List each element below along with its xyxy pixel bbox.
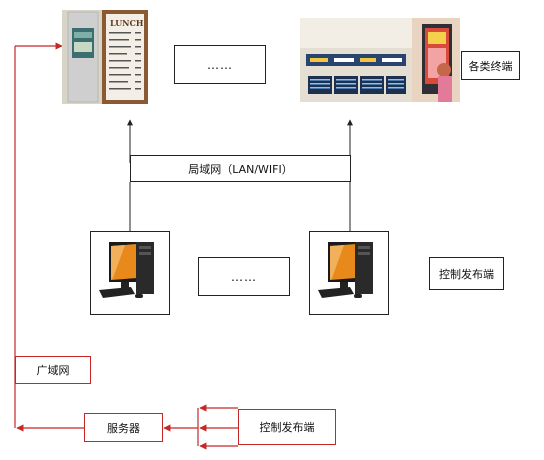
wan-label: 广域网 xyxy=(36,364,70,377)
publisher-box: 控制发布端 xyxy=(238,409,336,445)
publisher-label: 控制发布端 xyxy=(259,421,315,434)
terminal-more-dots: …… xyxy=(207,57,233,72)
menu-board-title: LUNCH xyxy=(110,18,144,28)
computer-icon xyxy=(318,242,373,298)
airport-display-terminal-image xyxy=(300,18,460,102)
terminals-label-box: 各类终端 xyxy=(461,51,520,80)
controllers-label-box: 控制发布端 xyxy=(429,257,504,290)
lan-box: 局域网（LAN/WIFI） xyxy=(130,155,351,182)
controller-more-dots: …… xyxy=(231,269,257,284)
kiosk-illustration xyxy=(67,10,148,104)
terminals-label: 各类终端 xyxy=(468,59,513,73)
server-label: 服务器 xyxy=(107,421,140,435)
controller-more-box: …… xyxy=(198,257,290,296)
server-box: 服务器 xyxy=(84,413,163,442)
controller-pc-left xyxy=(90,231,170,315)
computer-icon xyxy=(99,242,154,298)
controllers-label: 控制发布端 xyxy=(439,267,494,281)
kiosk-menu-terminal-image: LUNCH xyxy=(62,10,148,104)
terminal-more-box: …… xyxy=(174,45,266,84)
wan-box: 广域网 xyxy=(15,356,91,384)
controller-pc-right xyxy=(309,231,389,315)
lan-label: 局域网（LAN/WIFI） xyxy=(188,162,293,176)
airport-illustration xyxy=(300,18,460,102)
